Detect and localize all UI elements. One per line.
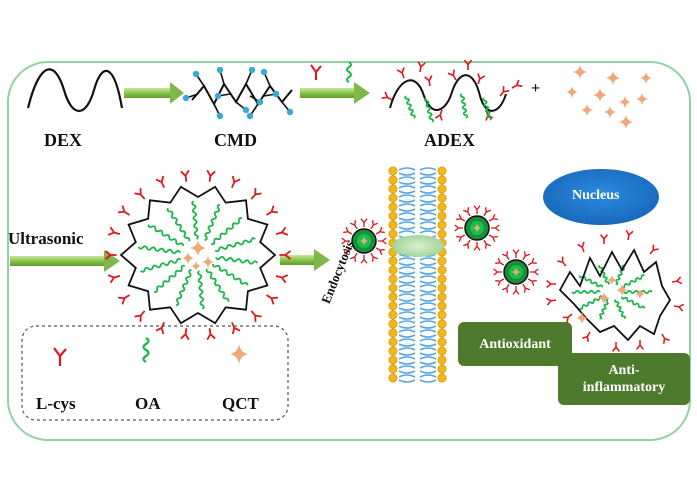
micelle-small-inside-1 [454,205,500,251]
plus-sign: + [531,80,541,97]
qct-cluster [566,65,652,129]
antioxidant-badge: Antioxidant [458,322,572,366]
arrow-dex-to-cmd [124,82,184,104]
cmd-label: CMD [214,130,257,150]
nucleus-label: Nucleus [572,188,620,203]
micelle-released [545,229,685,352]
anti-inflammatory-badge: Anti- inflammatory [558,353,690,405]
anti-inflammatory-label-line1: Anti- [608,363,640,378]
dex-chain [26,68,124,112]
arrow-cmd-to-adex [300,82,370,104]
micelle-large [105,169,291,341]
oa-reagent-icon [346,61,352,83]
legend-l-cys-label: L-cys [36,394,76,413]
qct-icon [230,344,248,364]
oa-icon [142,337,150,363]
dex-label: DEX [44,130,83,150]
membrane-channel [392,235,444,257]
micelle-small-inside-2 [493,249,539,295]
adex-label: ADEX [424,130,476,150]
arrow-ultrasonic [10,250,120,272]
micelle-small-entering [341,218,387,264]
cmd-chain [182,66,294,120]
anti-inflammatory-label-line2: inflammatory [582,380,666,395]
adex-chain [381,59,523,123]
legend-qct-label: QCT [222,394,259,413]
l-cys-icon [53,347,67,366]
nucleus [543,169,659,225]
legend-oa-label: OA [135,394,161,413]
lcys-reagent-icon [310,64,322,80]
ultrasonic-label: Ultrasonic [8,229,84,248]
arrow-to-cell [280,249,330,271]
cell-membrane [388,166,447,383]
antioxidant-label: Antioxidant [479,336,551,352]
